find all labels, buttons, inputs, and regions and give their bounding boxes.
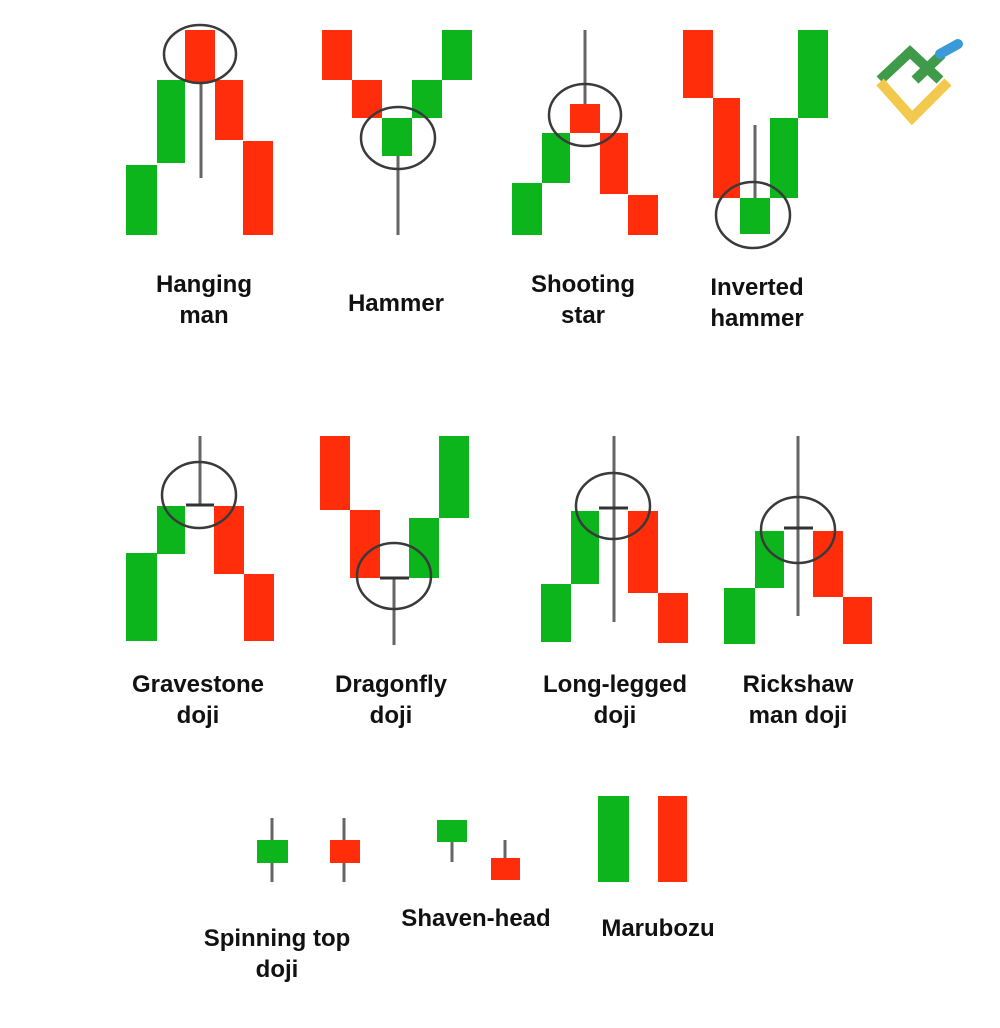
bullish-candle-body [598, 796, 629, 882]
label-line: hammer [710, 305, 804, 332]
bullish-candle-body [157, 506, 185, 554]
label-line: Shooting [531, 271, 635, 298]
bearish-candle-body [244, 574, 274, 641]
label-marubozu: Marubozu [601, 913, 714, 944]
bullish-candle-body [442, 30, 472, 80]
bearish-candle-body [185, 30, 215, 82]
highlight-circle [574, 471, 652, 541]
bullish-candle-body [724, 588, 755, 644]
label-line: Shaven-head [401, 905, 551, 932]
bearish-candle-body [628, 195, 658, 235]
bullish-candle-body [541, 584, 571, 642]
pattern-long-legged-doji [541, 436, 688, 643]
label-hammer: Hammer [348, 288, 444, 319]
bullish-candle-body [740, 198, 770, 234]
pattern-shooting-star [512, 30, 658, 235]
label-line: Spinning top [203, 925, 351, 952]
label-line: doji [255, 956, 299, 983]
bullish-candle-body [257, 840, 288, 863]
label-line: Hammer [347, 290, 445, 317]
bearish-candle-body [843, 597, 872, 644]
highlight-circle [714, 180, 792, 250]
bearish-candle-body [713, 98, 740, 198]
logo-yellow-stroke [876, 78, 952, 126]
bullish-candle-body [571, 511, 599, 584]
brand-logo-icon [876, 39, 963, 126]
label-spinning-top-doji: Spinning top doji [204, 923, 351, 985]
label-line: man [179, 302, 229, 329]
bearish-candle-body [320, 436, 350, 510]
pattern-spinning-top-doji [257, 818, 360, 882]
label-line: doji [593, 702, 637, 729]
pattern-dragonfly-doji [320, 436, 469, 645]
label-hanging-man: Hanging man [156, 269, 252, 331]
bullish-candle-body [382, 118, 412, 156]
label-gravestone-doji: Gravestone doji [132, 669, 264, 731]
bullish-candle-body [437, 820, 467, 842]
bullish-candle-body [126, 165, 157, 235]
label-line: Rickshaw [742, 671, 854, 698]
bullish-candle-body [157, 80, 185, 163]
pattern-inverted-hammer [683, 30, 828, 250]
bullish-candle-body [439, 436, 469, 518]
label-line: Gravestone [131, 671, 265, 698]
bearish-candle-body [658, 796, 687, 882]
label-line: doji [369, 702, 413, 729]
pattern-gravestone-doji [126, 436, 274, 641]
logo-blue-stroke [935, 39, 963, 59]
bearish-candle-body [350, 510, 380, 578]
label-dragonfly-doji: Dragonfly doji [335, 669, 447, 731]
bearish-candle-body [322, 30, 352, 80]
bullish-candle-body [770, 118, 798, 198]
pattern-marubozu [598, 796, 687, 882]
bearish-candle-body [215, 80, 243, 140]
bearish-candle-body [628, 511, 658, 593]
bearish-candle-body [570, 104, 600, 133]
bearish-candle-body [243, 141, 273, 235]
label-inverted-hammer: Inverted hammer [710, 272, 803, 334]
bearish-candle-body [330, 840, 360, 863]
bearish-candle-body [214, 506, 244, 574]
label-long-legged-doji: Long-legged doji [543, 669, 687, 731]
highlight-circle [359, 105, 437, 171]
bearish-candle-body [600, 133, 628, 194]
label-line: Hanging [156, 271, 252, 298]
logo-green-stroke [911, 50, 946, 84]
pattern-hanging-man [126, 23, 273, 235]
label-line: Marubozu [601, 915, 715, 942]
pattern-hammer [322, 30, 472, 235]
bearish-candle-body [491, 858, 520, 880]
highlight-circle [160, 460, 238, 530]
label-line: Inverted [710, 274, 804, 301]
highlight-circle [547, 82, 623, 148]
bullish-candle-body [126, 553, 157, 641]
bearish-candle-body [658, 593, 688, 643]
label-shaven-head: Shaven-head [401, 903, 550, 934]
bullish-candle-body [512, 183, 542, 235]
pattern-rickshaw-man-doji [724, 436, 872, 644]
bearish-candle-body [813, 531, 843, 597]
highlight-circle [162, 23, 238, 85]
pattern-shaven-head [437, 820, 520, 880]
bullish-candle-body [798, 30, 828, 118]
label-shooting-star: Shooting star [531, 269, 635, 331]
label-line: star [560, 302, 606, 329]
label-line: man doji [748, 702, 848, 729]
bearish-candle-body [683, 30, 713, 98]
label-line: doji [176, 702, 220, 729]
label-line: Long-legged [543, 671, 687, 698]
highlight-circle [355, 541, 433, 611]
highlight-circle [759, 495, 837, 565]
label-line: Dragonfly [334, 671, 448, 698]
label-rickshaw-man-doji: Rickshaw man doji [743, 669, 854, 731]
